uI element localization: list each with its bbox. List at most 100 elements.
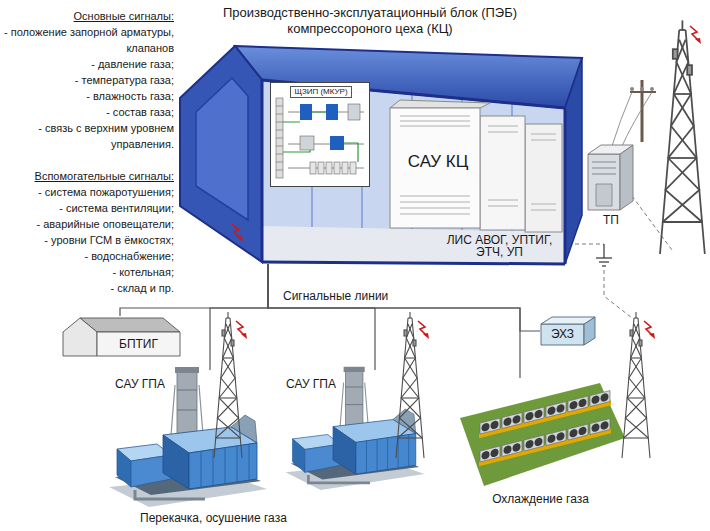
line-part	[276, 122, 283, 123]
signal-line	[268, 264, 540, 331]
rect-part	[300, 136, 314, 150]
line-part	[288, 144, 364, 145]
line-part	[488, 200, 518, 201]
list-item: - температура газа;	[2, 72, 174, 88]
gpa-unit: САУ ГПА	[105, 370, 270, 510]
use-part	[501, 412, 523, 432]
node-text: Охлаждение газа	[492, 492, 589, 506]
rect-part	[326, 104, 338, 120]
line-part	[276, 130, 283, 131]
text-label: Перекачка, осушение газа	[140, 511, 300, 525]
list-item: - котельная;	[2, 264, 174, 280]
list-item: - водоснабжение;	[2, 248, 174, 264]
shape-face	[588, 154, 620, 210]
list-heading: Вспомогательные сигналы:	[2, 168, 174, 184]
path-part	[632, 196, 672, 250]
shape-face	[541, 324, 584, 345]
line-part	[261, 80, 264, 262]
list-heading: Основные сигналы:	[2, 8, 174, 24]
building-drawing	[180, 46, 582, 264]
power-lines	[575, 80, 672, 318]
use-part	[479, 446, 501, 466]
rect-part	[480, 116, 525, 230]
node-text: БПТИГ	[119, 337, 158, 351]
circle-part	[630, 87, 634, 91]
rect-part	[276, 98, 283, 178]
polygon-part	[262, 80, 565, 264]
node-text: САУ ГПА	[286, 377, 336, 391]
use-part	[589, 390, 611, 410]
use-part	[622, 312, 650, 458]
circle-part	[640, 87, 644, 91]
cabinet-drawing	[270, 82, 370, 187]
use-part	[567, 424, 589, 444]
node-text: ТП	[603, 213, 619, 227]
rect-part	[350, 162, 356, 174]
cooler-drawing	[460, 383, 625, 486]
use-part	[589, 418, 611, 438]
signal-line	[268, 264, 375, 370]
g-part	[400, 116, 556, 214]
building-block: Производственно-эксплуатационный блок (П…	[178, 2, 590, 264]
rect-part	[348, 104, 360, 120]
line-part	[400, 121, 470, 122]
line-part	[630, 91, 656, 93]
g-part	[288, 112, 364, 168]
list-item: - давление газа;	[2, 56, 174, 72]
line-part	[400, 214, 470, 215]
node-text: САУ КЦ	[408, 152, 469, 172]
line-part	[400, 126, 470, 127]
rect-part	[326, 162, 332, 174]
control-cabinets: САУ КЦ	[380, 100, 562, 232]
line-part	[276, 138, 283, 139]
control-cabinet-drawing	[390, 100, 562, 232]
signal-line	[210, 264, 268, 370]
path-part	[283, 112, 358, 162]
signal-list: Основные сигналы:- положение запорной ар…	[2, 8, 174, 296]
list-item: - система пожаротушения;	[2, 184, 174, 200]
use-part	[660, 20, 705, 254]
shape-face	[63, 318, 97, 356]
line-part	[400, 196, 470, 197]
list-item: - положение запорной арматуры, клапанов	[2, 24, 174, 56]
line-part	[531, 210, 556, 211]
rect-part	[330, 136, 344, 150]
g-part	[575, 196, 672, 318]
list-item: - состав газа;	[2, 104, 174, 120]
use-part	[644, 321, 655, 339]
list-item: - аварийные оповещатели;	[2, 216, 174, 232]
gpa-unit: САУ ГПА	[282, 370, 427, 495]
use-part	[523, 435, 545, 455]
line-part	[276, 170, 283, 171]
g-part	[276, 106, 283, 170]
use-part	[690, 26, 701, 44]
list-item: - склад и пр.	[2, 280, 174, 296]
use-part	[479, 418, 501, 438]
g-part	[479, 390, 611, 466]
polygon-part	[262, 226, 565, 264]
node-text: ЩЗИП (МКУР)	[290, 86, 351, 98]
gpa-drawing	[109, 367, 267, 507]
path-part	[604, 270, 632, 318]
line-part	[276, 162, 283, 163]
use-part	[232, 224, 243, 242]
use-part	[418, 321, 429, 339]
rect-part	[318, 162, 324, 174]
line-part	[564, 108, 567, 264]
line-part	[602, 265, 606, 266]
list-item: - система вентиляции;	[2, 200, 174, 216]
storage-building: БПТИГ	[62, 316, 182, 358]
use-part	[236, 321, 247, 339]
line-part	[488, 126, 518, 127]
use-part	[214, 312, 242, 458]
polyline-part	[196, 78, 248, 220]
path-part	[575, 244, 604, 245]
circle-part	[650, 87, 654, 91]
line-part	[603, 244, 604, 258]
use-part	[501, 440, 523, 460]
shape-face	[620, 145, 633, 210]
path-part	[612, 92, 652, 146]
rect-part	[300, 104, 312, 120]
shape-face	[541, 317, 595, 324]
